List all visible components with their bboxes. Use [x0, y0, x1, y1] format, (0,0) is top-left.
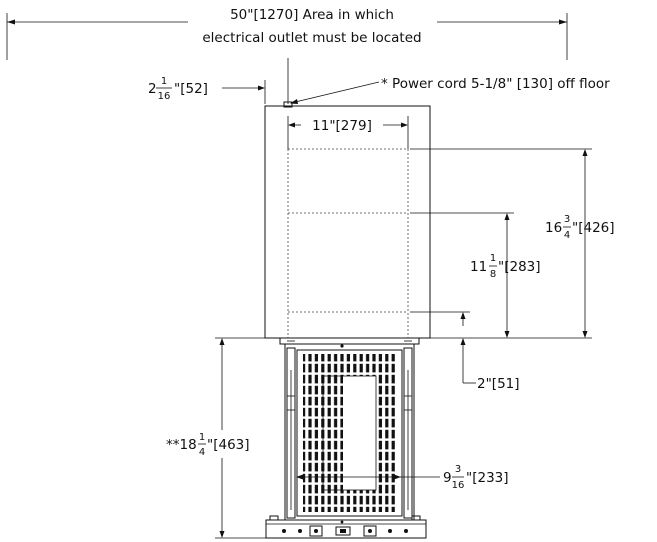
outlet-area-label-line1: 50"[1270] Area in which	[230, 7, 394, 23]
upper-height-unit: "[426]	[572, 220, 615, 236]
lift-height-prefix: **18	[166, 437, 197, 453]
cord-offset-unit: "[52]	[174, 81, 208, 97]
lift-height-numerator: 1	[199, 432, 205, 443]
cord-offset-whole: 2	[148, 81, 157, 97]
inner-width-label: 11"[279]	[312, 118, 372, 134]
upper-cabinet	[264, 101, 431, 339]
upper-height-numerator: 3	[564, 214, 570, 225]
cord-offset-numerator: 1	[161, 76, 167, 87]
lift-width-dimension: 9 3 16 "[233]	[296, 464, 509, 491]
cord-offset-denominator: 16	[158, 91, 171, 102]
power-cord-label: * Power cord 5-1/8" [130] off floor	[381, 76, 610, 92]
mid-height-numerator: 1	[490, 253, 496, 264]
mid-height-whole: 11	[470, 259, 487, 275]
mid-height-unit: "[283]	[498, 259, 541, 275]
lift-height-denominator: 4	[199, 447, 205, 458]
base-plate	[265, 515, 427, 539]
lift-width-numerator: 3	[455, 464, 461, 475]
upper-height-dimension: 16 3 4 "[426]	[410, 148, 615, 339]
power-cord-callout: * Power cord 5-1/8" [130] off floor	[290, 76, 610, 104]
outlet-area-dimension: 50"[1270] Area in which electrical outle…	[6, 7, 568, 60]
outlet-area-label-line2: electrical outlet must be located	[202, 30, 421, 46]
upper-height-denominator: 4	[564, 230, 570, 241]
mid-height-denominator: 8	[490, 269, 496, 280]
cord-offset-dimension: 2 1 16 "[52]	[148, 58, 289, 104]
inner-width-dimension: 11"[279]	[287, 116, 409, 149]
bottom-gap-dimension: 2"[51]	[410, 311, 520, 392]
lift-width-whole: 9	[443, 470, 452, 486]
lift-height-dimension: **18 1 4 "[463]	[166, 337, 266, 539]
lift-width-denominator: 16	[452, 480, 465, 491]
lift-mechanism	[279, 337, 420, 521]
lift-height-unit: "[463]	[207, 437, 250, 453]
mid-height-dimension: 11 1 8 "[283]	[410, 212, 541, 338]
lift-width-unit: "[233]	[466, 470, 509, 486]
bottom-gap-label: 2"[51]	[477, 376, 520, 392]
upper-height-whole: 16	[545, 220, 562, 236]
